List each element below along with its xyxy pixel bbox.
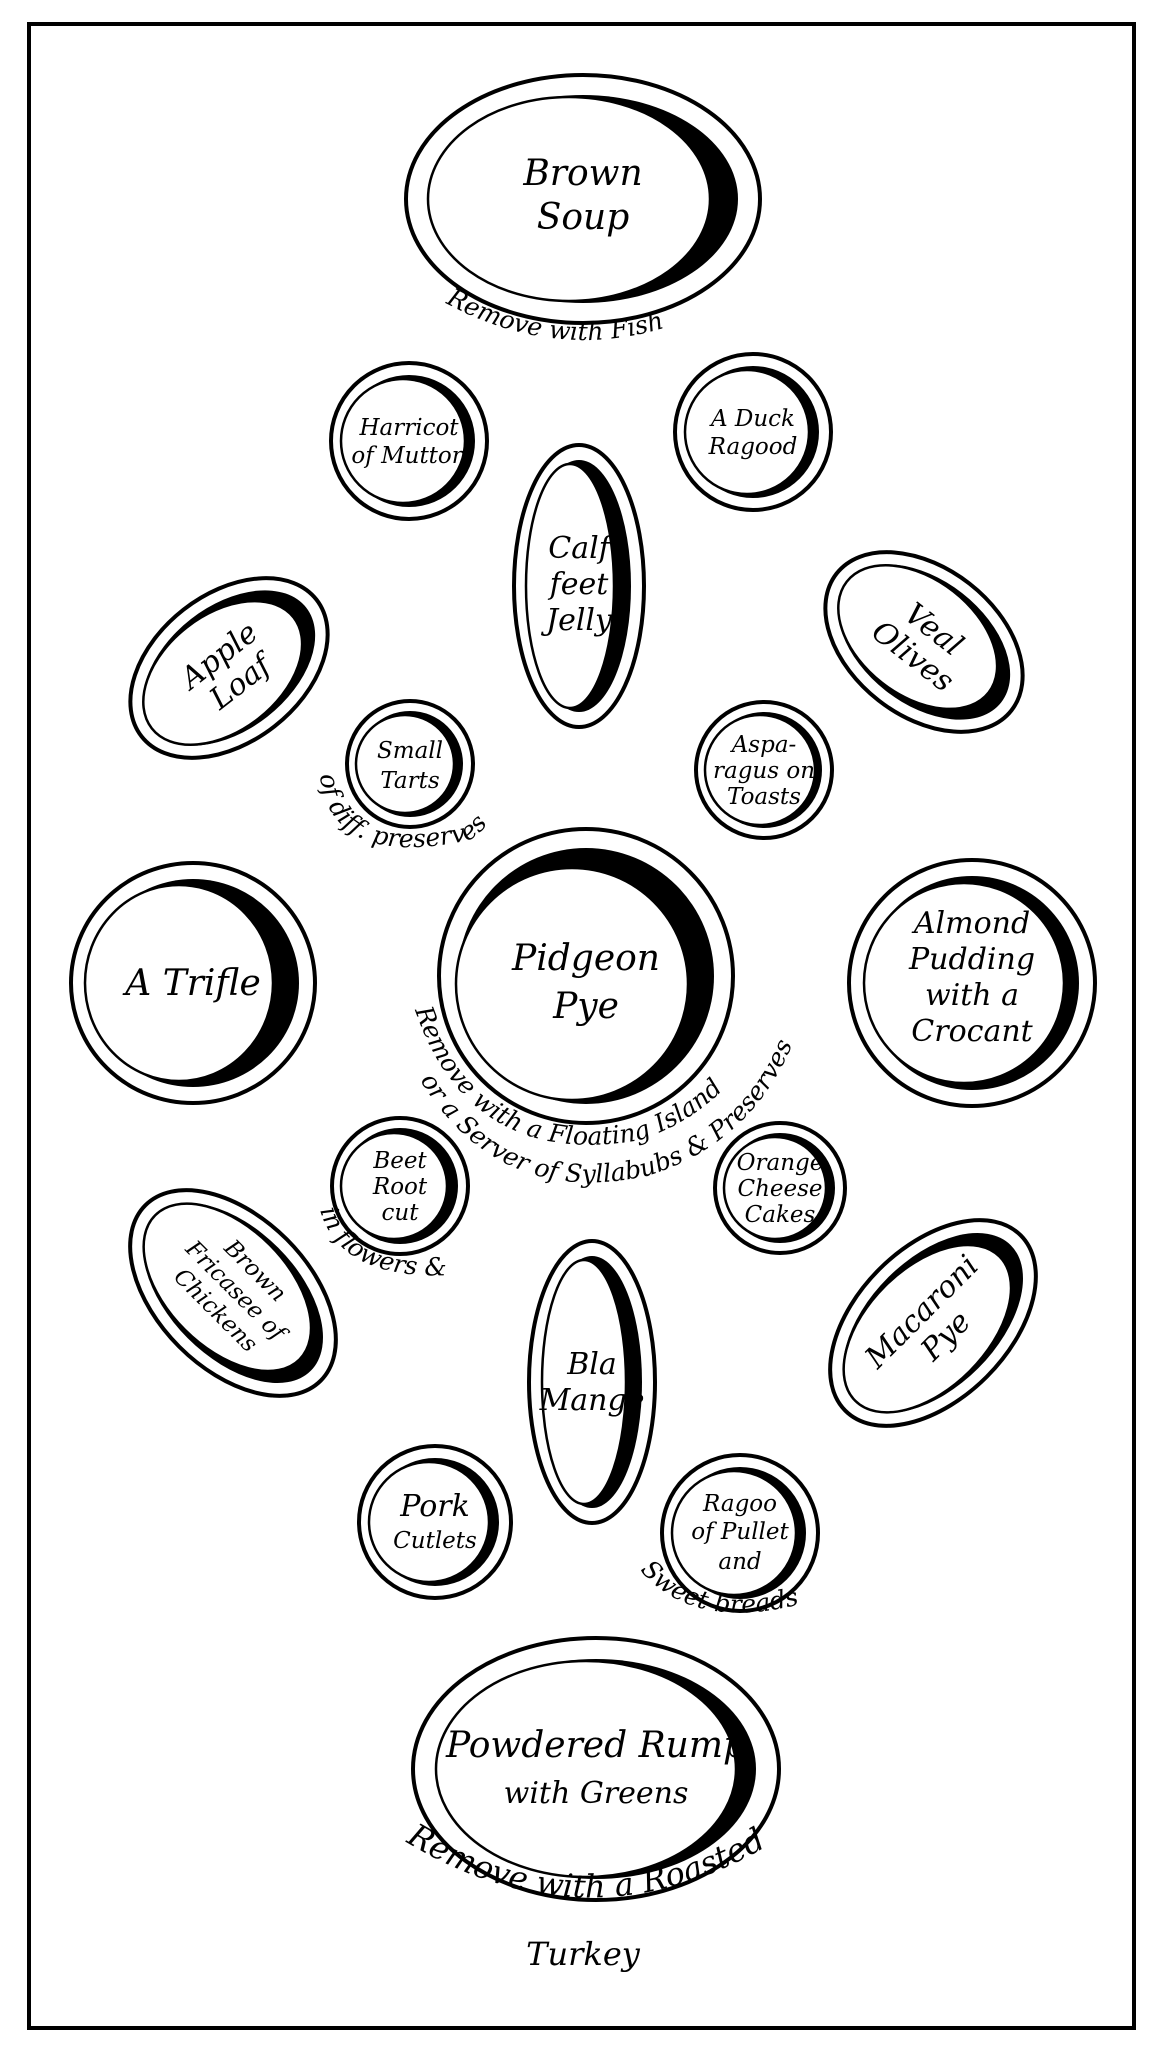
dish-bla-mange: Bla Mange xyxy=(527,1239,657,1525)
dish-harricot-of-mutton: Harricot of Mutton xyxy=(329,361,489,521)
dish-label: Root xyxy=(372,1174,428,1200)
dish-label: with Greens xyxy=(504,1776,689,1811)
dish-veal-olives: Veal Olives xyxy=(823,550,1025,734)
dish-brown-fricasee-of-chickens: Brown Fricasee of Chickens xyxy=(128,1188,338,1398)
dish-label: Pidgeon xyxy=(511,938,660,979)
dish-label: Crocant xyxy=(911,1014,1033,1049)
dish-label: Cheese xyxy=(737,1176,822,1202)
dish-calf-feet-jelly: Calf feet Jelly xyxy=(512,443,646,729)
dish-label: Aspa- xyxy=(730,732,797,758)
dish-label: Pye xyxy=(552,986,619,1027)
dish-label: of Pullet xyxy=(691,1519,789,1545)
dish-brown-soup: Brown Soup xyxy=(404,73,762,325)
page-border xyxy=(27,22,1136,2030)
dish-a-trifle: A Trifle xyxy=(69,861,317,1105)
dish-label: Calf xyxy=(548,531,614,566)
dish-asparagus-on-toasts: Aspa- ragus on Toasts xyxy=(694,700,834,840)
dish-label: Ragood xyxy=(708,434,798,460)
dish-label: cut xyxy=(382,1200,420,1226)
dish-label: Pork xyxy=(399,1489,470,1524)
dish-label: Ragoo xyxy=(702,1491,777,1517)
dish-beet-root: Beet Root cut xyxy=(330,1116,470,1256)
dish-orange-cheese-cakes: Orange Cheese Cakes xyxy=(713,1121,847,1255)
dish-label: Powdered Rump xyxy=(445,1725,746,1766)
dish-label: Almond xyxy=(911,906,1030,941)
dish-label: Cutlets xyxy=(393,1528,477,1554)
dish-label: Brown xyxy=(522,153,642,194)
dish-label: A Duck xyxy=(709,406,795,432)
dish-label: ragus on xyxy=(713,758,815,784)
dish-small-tarts: Small Tarts xyxy=(345,699,475,829)
dish-powdered-rump: Powdered Rump with Greens xyxy=(411,1636,781,1902)
dish-ragoo-of-pullet: Ragoo of Pullet and xyxy=(660,1453,820,1613)
dish-label: Mange xyxy=(539,1383,645,1418)
dish-label: Small xyxy=(377,738,443,764)
dish-pidgeon-pye: Pidgeon Pye xyxy=(437,827,735,1125)
dish-label: Tarts xyxy=(380,768,440,794)
dish-label: with a xyxy=(925,978,1019,1013)
dish-label: Jelly xyxy=(540,603,613,638)
dish-label: Cakes xyxy=(745,1202,816,1228)
dish-label: Beet xyxy=(372,1148,427,1174)
dish-label: Harricot xyxy=(358,415,459,441)
dish-pork-cutlets: Pork Cutlets xyxy=(357,1444,513,1600)
dish-macaroni-pye: Macaroni Pye xyxy=(828,1218,1038,1428)
dish-almond-pudding: Almond Pudding with a Crocant xyxy=(847,858,1097,1108)
dish-label: of Mutton xyxy=(351,443,466,469)
dish-label: Orange xyxy=(737,1150,824,1176)
dish-duck-ragood: A Duck Ragood xyxy=(673,352,833,512)
dish-label: feet xyxy=(548,567,610,602)
dish-label: Soup xyxy=(537,197,630,238)
dish-label: A Trifle xyxy=(122,963,261,1004)
dish-label: and xyxy=(718,1549,761,1575)
dish-label: Toasts xyxy=(727,784,801,810)
dish-label: Pudding xyxy=(908,942,1035,977)
dish-label: Bla xyxy=(566,1347,617,1382)
remove-note-rump-2: Turkey xyxy=(526,1935,641,1973)
dish-apple-loaf: Apple Loaf xyxy=(128,576,330,760)
